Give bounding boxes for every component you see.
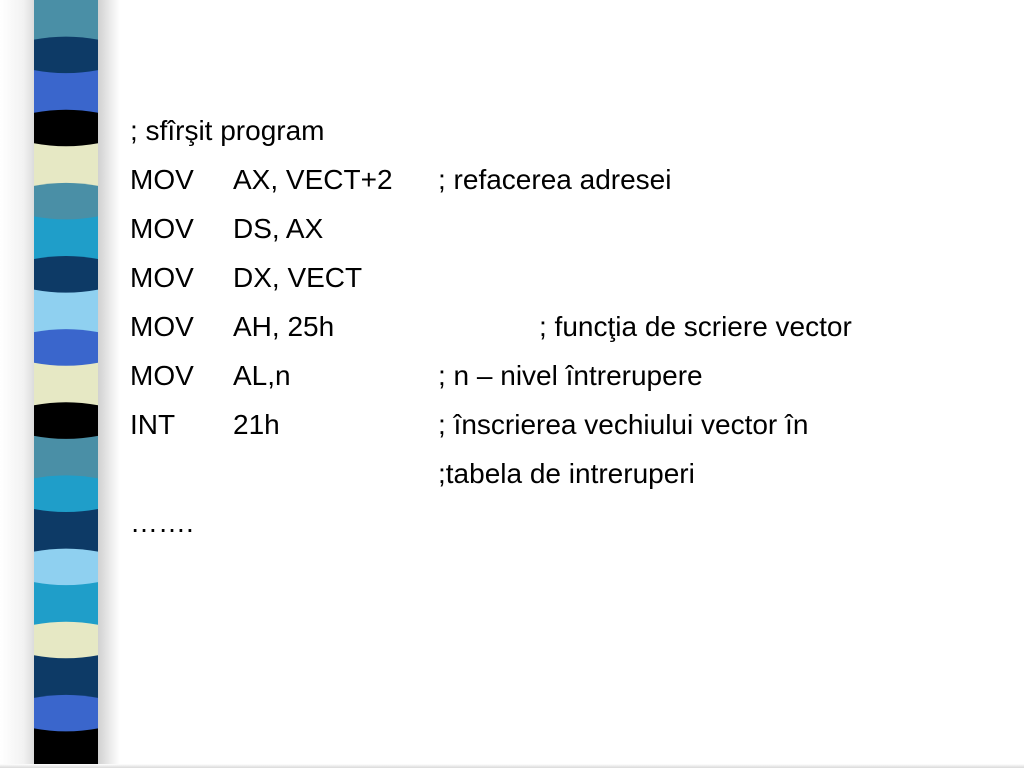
stripe-band — [34, 582, 98, 626]
stripe-bar-left-shadow — [0, 0, 34, 768]
stripe-band — [34, 655, 98, 699]
line-comment: ; funcţia de scriere vector — [539, 311, 852, 342]
opcode: MOV — [130, 311, 194, 342]
operands: 21h — [233, 409, 280, 440]
code-line: MOV DX, VECT — [130, 253, 362, 302]
code-line: ;tabela de intreruperi — [130, 449, 695, 498]
stripe-band — [34, 362, 98, 406]
operands: AX, VECT+2 — [233, 164, 393, 195]
decorative-stripe-bar — [34, 0, 98, 768]
stripe-band — [34, 509, 98, 553]
opcode: MOV — [130, 360, 194, 391]
code-line: MOV AL,n ; n – nivel întrerupere — [130, 351, 703, 400]
stripe-band — [34, 694, 98, 732]
code-line: MOV AX, VECT+2 ; refacerea adresei — [130, 155, 671, 204]
line-comment: ; n – nivel întrerupere — [438, 360, 703, 391]
code-line: MOV AH, 25h ; funcţia de scriere vector — [130, 302, 852, 351]
stripe-band — [34, 256, 98, 294]
stripe-band — [34, 621, 98, 659]
stripe-shadow — [98, 0, 120, 768]
opcode: MOV — [130, 213, 194, 244]
ellipsis-line: ……. — [130, 498, 194, 547]
stripe-band — [34, 143, 98, 187]
code-line: MOV DS, AX — [130, 204, 323, 253]
stripe-band — [34, 109, 98, 147]
stripe-band — [34, 435, 98, 479]
line-comment: ;tabela de intreruperi — [438, 458, 695, 489]
opcode: MOV — [130, 164, 194, 195]
opcode: MOV — [130, 262, 194, 293]
stripe-band — [34, 289, 98, 333]
opcode: INT — [130, 409, 176, 440]
stripe-band — [34, 329, 98, 367]
comment-text: ; sfîrşit program — [130, 115, 325, 146]
stripe-band — [34, 548, 98, 586]
stripe-band — [34, 402, 98, 440]
stripe-band — [34, 728, 98, 768]
code-line: INT 21h ; înscrierea vechiului vector în — [130, 400, 808, 449]
ellipsis-text: ……. — [130, 507, 194, 538]
operands: DS, AX — [233, 213, 324, 244]
line-comment: ; refacerea adresei — [438, 164, 672, 195]
operands: AL,n — [233, 360, 291, 391]
stripe-band — [34, 475, 98, 513]
line-comment: ; înscrierea vechiului vector în — [438, 409, 809, 440]
stripe-band — [34, 70, 98, 114]
stripe-band — [34, 0, 98, 41]
bottom-border — [0, 764, 1024, 768]
operands: AH, 25h — [233, 311, 335, 342]
stripe-band — [34, 216, 98, 260]
code-block: ; sfîrşit program MOV AX, VECT+2 ; refac… — [130, 106, 852, 547]
stripe-band — [34, 182, 98, 220]
code-comment-line: ; sfîrşit program — [130, 106, 324, 155]
stripe-band — [34, 36, 98, 74]
operands: DX, VECT — [233, 262, 363, 293]
